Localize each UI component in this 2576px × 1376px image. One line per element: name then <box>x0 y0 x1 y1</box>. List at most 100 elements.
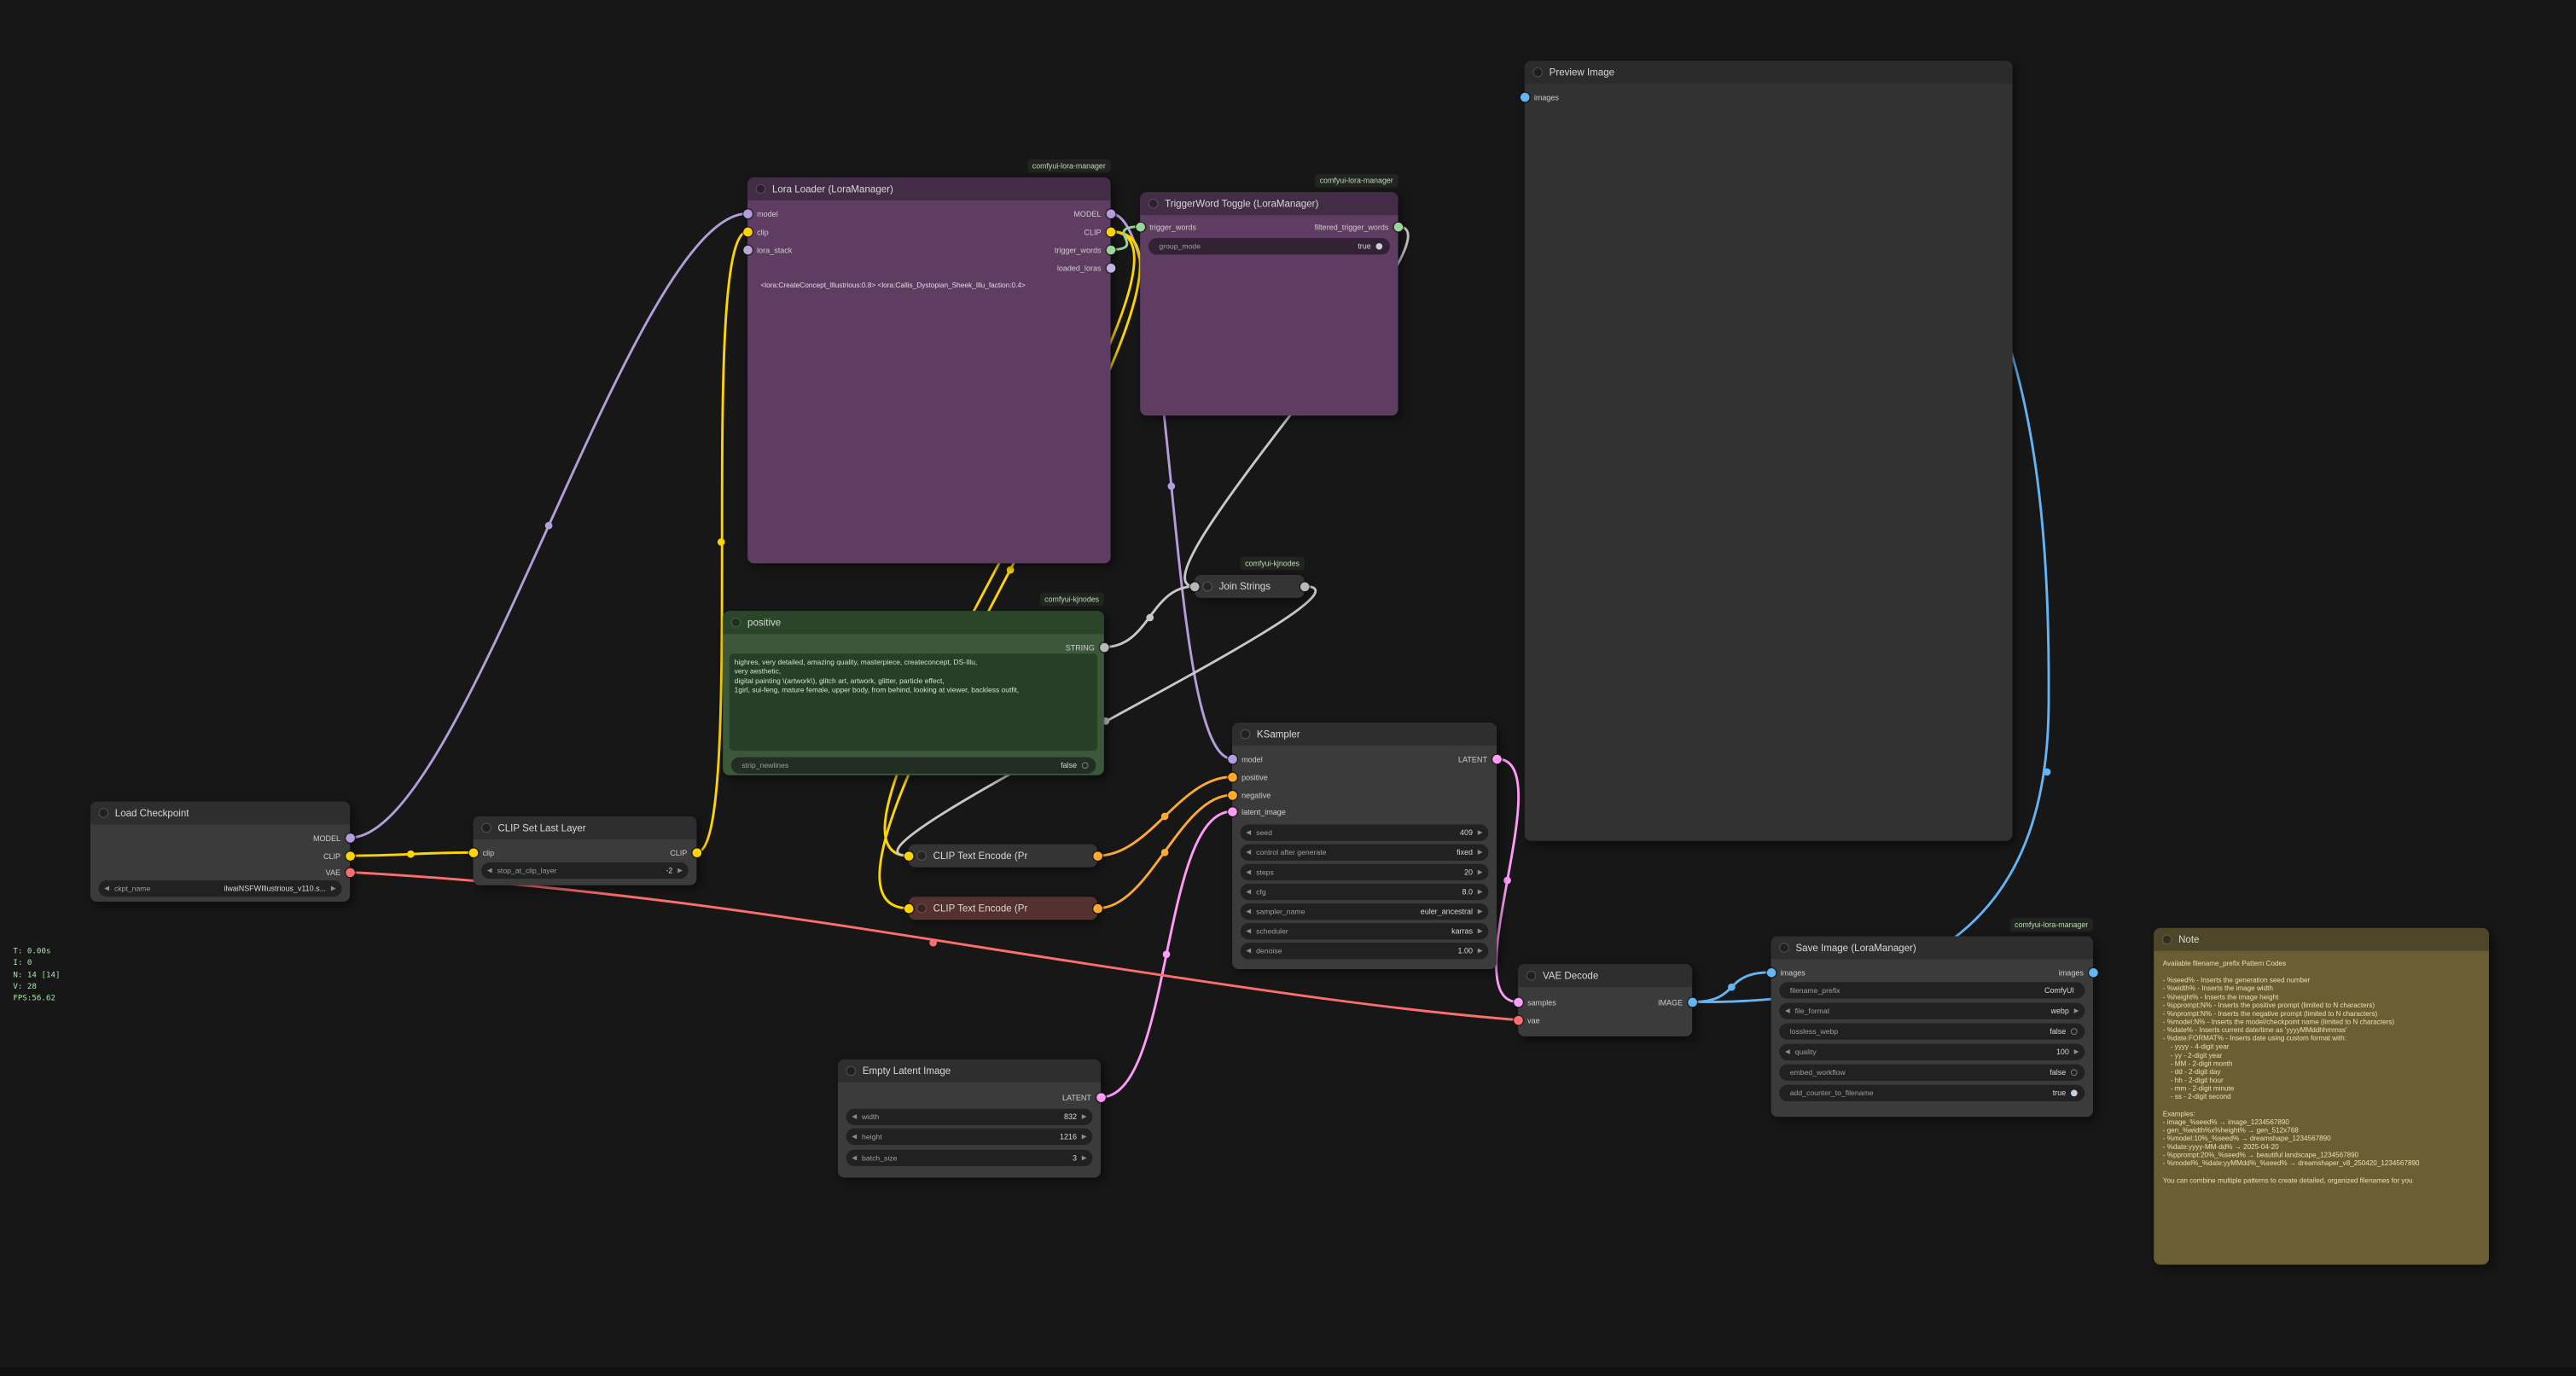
collapse-dot-icon[interactable] <box>846 1065 857 1077</box>
output-port-LATENT[interactable]: LATENT <box>1057 1090 1106 1103</box>
port-dot-icon[interactable] <box>1106 245 1115 254</box>
port-dot-icon[interactable] <box>742 209 753 218</box>
port-dot-icon[interactable] <box>345 868 355 877</box>
output-port-slot[interactable] <box>1300 580 1310 593</box>
node-lora-loader[interactable]: Lora Loader (LoraManager)comfyui-lora-ma… <box>742 159 1115 564</box>
input-port-positive[interactable]: positive <box>1227 770 1273 783</box>
port-dot-icon[interactable] <box>1135 222 1145 232</box>
port-dot-icon[interactable] <box>1520 92 1530 102</box>
port-dot-icon[interactable] <box>742 245 753 254</box>
port-dot-icon[interactable] <box>1092 903 1102 914</box>
output-port-trigger_words[interactable]: trigger_words <box>1050 243 1115 256</box>
output-port-STRING[interactable]: STRING <box>1061 641 1109 653</box>
port-dot-icon[interactable] <box>1513 997 1523 1007</box>
collapse-dot-icon[interactable] <box>916 903 927 914</box>
node-clip-text-encode-negative[interactable]: CLIP Text Encode (Pr <box>904 897 1102 920</box>
port-dot-icon[interactable] <box>345 851 355 861</box>
port-dot-icon[interactable] <box>345 833 355 843</box>
port-dot-icon[interactable] <box>742 227 753 236</box>
node-titlebar[interactable]: VAE Decode <box>1518 964 1693 988</box>
collapse-dot-icon[interactable] <box>1240 729 1251 740</box>
output-port-filtered_trigger_words[interactable]: filtered_trigger_words <box>1310 220 1403 233</box>
port-dot-icon[interactable] <box>1227 790 1237 800</box>
combo-right-arrow-icon[interactable]: ▶ <box>1477 926 1483 935</box>
combo-right-arrow-icon[interactable]: ▶ <box>1477 887 1483 896</box>
combo-right-arrow-icon[interactable]: ▶ <box>1081 1153 1087 1162</box>
input-port-negative[interactable]: negative <box>1227 788 1276 801</box>
port-dot-icon[interactable] <box>904 903 914 914</box>
node-titlebar[interactable]: Save Image (LoraManager) <box>1771 936 2093 960</box>
input-port-slot[interactable] <box>904 849 914 862</box>
combo-left-arrow-icon[interactable]: ◀ <box>104 884 110 892</box>
collapse-dot-icon[interactable] <box>1779 943 1789 953</box>
combo-right-arrow-icon[interactable]: ▶ <box>2073 1048 2079 1056</box>
combo-right-arrow-icon[interactable]: ▶ <box>677 866 683 874</box>
combo-left-arrow-icon[interactable]: ◀ <box>1246 907 1252 915</box>
input-port-slot[interactable] <box>904 902 914 914</box>
input-port-images[interactable]: images <box>1766 966 1810 978</box>
widget-stop_at_clip_layer[interactable]: ◀stop_at_clip_layer-2▶ <box>481 862 689 880</box>
collapse-dot-icon[interactable] <box>1202 581 1212 592</box>
node-save-image[interactable]: Save Image (LoraManager)comfyui-lora-man… <box>1766 918 2098 1118</box>
port-dot-icon[interactable] <box>1189 582 1200 591</box>
port-dot-icon[interactable] <box>1393 222 1403 232</box>
node-titlebar[interactable]: CLIP Text Encode (Pr <box>909 897 1114 920</box>
output-port-slot[interactable] <box>1092 902 1102 914</box>
node-titlebar[interactable]: Load Checkpoint <box>90 801 351 825</box>
combo-left-arrow-icon[interactable]: ◀ <box>852 1132 858 1141</box>
node-titlebar[interactable]: CLIP Text Encode (Pr <box>909 845 1114 868</box>
collapse-dot-icon[interactable] <box>1526 970 1537 981</box>
input-port-clip[interactable]: clip <box>742 225 774 238</box>
output-port-CLIP[interactable]: CLIP <box>1079 225 1115 238</box>
port-dot-icon[interactable] <box>1092 851 1102 861</box>
combo-left-arrow-icon[interactable]: ◀ <box>1784 1007 1790 1014</box>
input-port-trigger_words[interactable]: trigger_words <box>1135 220 1201 233</box>
lora-syntax-text[interactable]: <lora:CreateConcept_Illustrious:0.8> <lo… <box>760 281 1026 289</box>
combo-left-arrow-icon[interactable]: ◀ <box>1246 946 1252 955</box>
port-dot-icon[interactable] <box>1227 806 1237 816</box>
output-port-MODEL[interactable]: MODEL <box>1069 207 1115 220</box>
output-port-slot[interactable] <box>1092 849 1102 862</box>
input-port-samples[interactable]: samples <box>1513 996 1561 1008</box>
combo-right-arrow-icon[interactable]: ▶ <box>1081 1132 1087 1141</box>
output-port-loaded_loras[interactable]: loaded_loras <box>1052 261 1115 274</box>
port-dot-icon[interactable] <box>1513 1015 1523 1025</box>
toggle-dot-icon[interactable] <box>2070 1028 2078 1036</box>
port-dot-icon[interactable] <box>1687 997 1697 1007</box>
node-titlebar[interactable]: Lora Loader (LoraManager) <box>747 177 1111 200</box>
combo-left-arrow-icon[interactable]: ◀ <box>852 1153 858 1162</box>
port-dot-icon[interactable] <box>1099 642 1109 652</box>
port-dot-icon[interactable] <box>1227 754 1237 763</box>
combo-left-arrow-icon[interactable]: ◀ <box>1784 1048 1790 1056</box>
output-port-LATENT[interactable]: LATENT <box>1453 752 1502 765</box>
port-dot-icon[interactable] <box>1492 754 1502 763</box>
combo-right-arrow-icon[interactable]: ▶ <box>1081 1112 1087 1121</box>
combo-left-arrow-icon[interactable]: ◀ <box>1246 868 1252 876</box>
port-dot-icon[interactable] <box>468 847 478 857</box>
port-dot-icon[interactable] <box>692 847 701 857</box>
port-dot-icon[interactable] <box>1227 772 1237 782</box>
node-titlebar[interactable]: TriggerWord Toggle (LoraManager) <box>1140 192 1398 216</box>
combo-right-arrow-icon[interactable]: ▶ <box>1477 848 1483 856</box>
node-titlebar[interactable]: KSampler <box>1232 723 1497 746</box>
